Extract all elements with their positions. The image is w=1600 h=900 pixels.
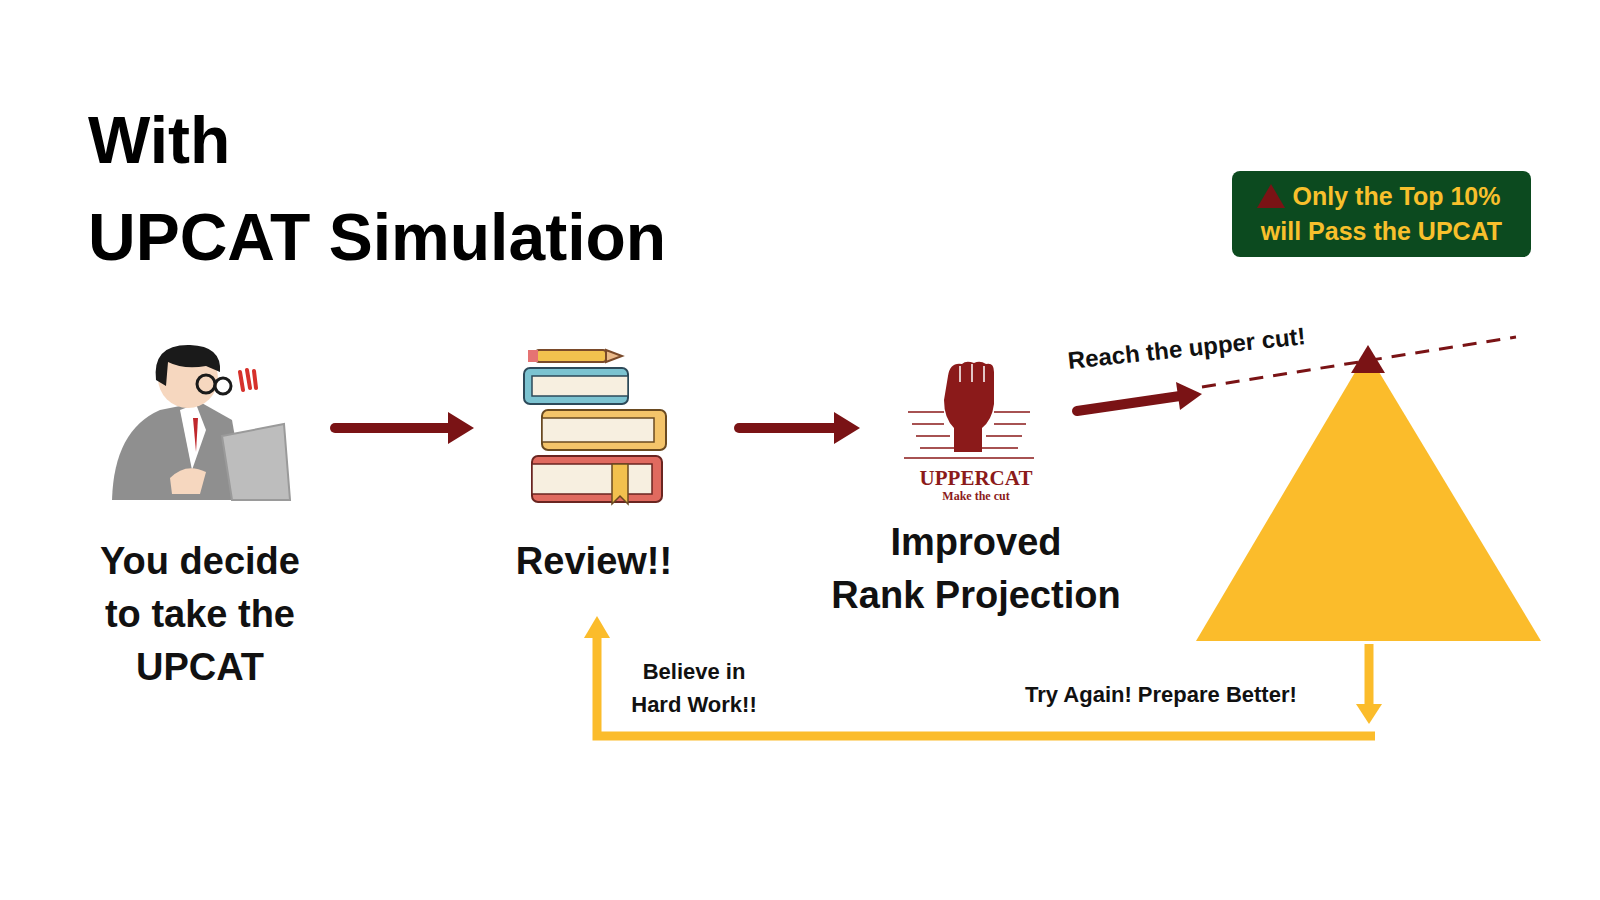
fist-logo [904,362,1034,458]
loop-head [584,616,610,638]
logo-tagline: Make the cut [876,489,1076,503]
head [158,348,218,408]
book [524,368,628,404]
finger-lines [960,364,984,382]
pencil-tip [606,350,622,362]
logo-name: UPPERCAT [876,466,1076,490]
stage-node: You decide to take the UPCAT [90,340,310,700]
loop-head [1356,704,1382,724]
diagram-title: With UPCAT Simulation [88,92,666,286]
flow-arrow [335,412,474,444]
node-text: Review!! [474,535,714,588]
bookmark [612,464,628,504]
arrow-head [834,412,860,444]
note-box: Only the Top 10% will Pass the UPCAT [1232,171,1531,257]
node-text: You decide to take the UPCAT [85,535,315,694]
pencil [536,350,606,362]
stage-node: UPPERCATMake the cutImproved Rank Projec… [860,340,1092,640]
hair [156,345,220,386]
top-marker [1257,184,1285,208]
book [532,456,662,502]
tie [193,418,198,452]
stage-node: Review!! [474,340,714,600]
fist [944,362,994,452]
note-label: Try Again! Prepare Better! [1025,680,1297,710]
books-icon [524,350,666,504]
shirt [180,404,206,470]
suit-body [112,402,246,500]
book-pages [532,376,628,396]
pencil-eraser [528,350,538,362]
note-label: Believe in Hard Work!! [619,655,769,721]
flow-arrow [739,412,860,444]
arrow-head [1176,382,1202,410]
laptop [222,424,290,500]
node-text: Improved Rank Projection [816,516,1136,622]
pyramid [1196,352,1541,641]
book [542,410,666,450]
book-pages [542,418,654,442]
arrow-label: Reach the upper cut! [1066,321,1307,376]
arrow-shaft [739,423,840,433]
surprise-marks [240,370,256,390]
hands [170,468,206,494]
arrow-shaft [335,423,454,433]
arrow-head [448,412,474,444]
glasses [197,375,215,393]
loop-line [597,634,1375,736]
glasses [215,378,231,394]
top-marker [1351,345,1385,373]
book-pages [532,464,652,494]
arrow-shaft [1077,396,1180,411]
person-icon [112,345,290,500]
loop-line [1365,644,1374,710]
logo-lines [904,412,1034,458]
node-text: Only the Top 10% will Pass the UPCAT [1247,179,1517,249]
